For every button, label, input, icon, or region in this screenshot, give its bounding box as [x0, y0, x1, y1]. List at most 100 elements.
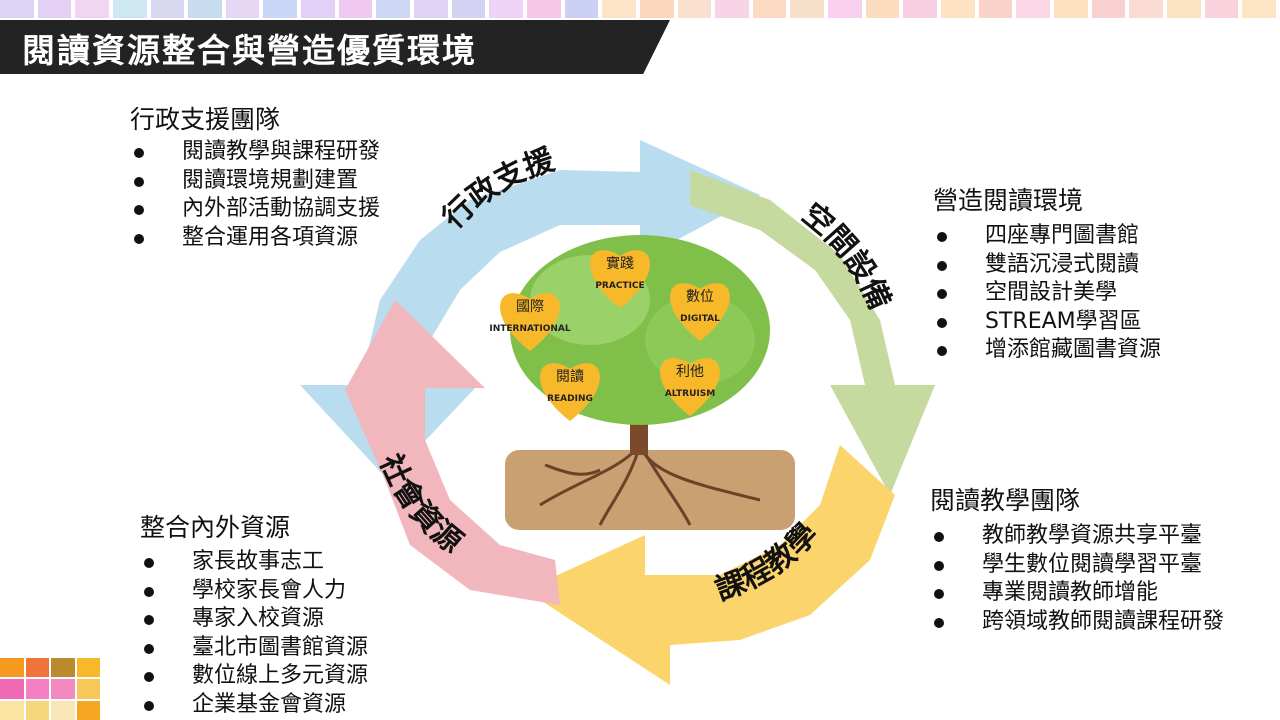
strip-tile	[1204, 0, 1239, 18]
strip-tile	[903, 0, 938, 18]
strip-tile	[376, 0, 411, 18]
strip-tile	[1091, 0, 1126, 18]
tree-heart-practice: 實踐 PRACTICE	[590, 250, 650, 308]
strip-tile	[225, 0, 260, 18]
page-title: 閱讀資源整合與營造優質環境	[22, 31, 477, 70]
strip-tile	[301, 0, 335, 18]
arrow-space	[690, 170, 935, 495]
soil-patch	[505, 450, 795, 530]
heart-label-zh: 國際	[516, 299, 544, 315]
strip-tile	[112, 0, 147, 18]
strip-tile	[978, 0, 1013, 18]
list-item: 內外部活動協調支援	[132, 195, 380, 224]
env-heading: 營造閱讀環境	[933, 186, 1084, 215]
strip-tile	[489, 0, 523, 18]
strip-tile	[0, 0, 34, 18]
deco-square	[0, 658, 24, 678]
strip-tile	[526, 0, 561, 18]
strip-tile	[188, 0, 222, 18]
strip-tile	[1016, 0, 1050, 18]
heart-shape	[500, 293, 560, 351]
strip-tile	[865, 0, 900, 18]
title-bar	[0, 20, 670, 74]
strip-tile	[828, 0, 862, 18]
deco-square	[0, 700, 24, 720]
heart-label-zh: 閱讀	[556, 369, 584, 385]
deco-square	[0, 679, 24, 699]
tree-heart-international: 國際 INTERNATIONAL	[489, 293, 571, 351]
strip-tile	[451, 0, 486, 18]
teach-team-heading: 閱讀教學團隊	[930, 486, 1081, 515]
strip-tile	[1166, 0, 1201, 18]
list-item: 跨領域教師閱讀課程研發	[932, 608, 1224, 637]
list-item: 整合運用各項資源	[132, 224, 380, 253]
deco-square	[76, 679, 100, 699]
strip-tile	[677, 0, 712, 18]
strip-tile	[150, 0, 185, 18]
list-item: 專業閱讀教師增能	[932, 579, 1224, 608]
tree-heart-reading: 閱讀 READING	[540, 363, 600, 421]
strip-tile	[414, 0, 448, 18]
list-item: 教師教學資源共享平臺	[932, 522, 1224, 551]
heart-label-en: READING	[547, 394, 593, 404]
list-item: 數位線上多元資源	[142, 662, 368, 691]
heart-label-zh: 利他	[676, 364, 704, 380]
heart-label-en: ALTRUISM	[665, 389, 715, 399]
heart-label-en: INTERNATIONAL	[489, 324, 571, 334]
strip-tile	[1242, 0, 1276, 18]
deco-square	[51, 679, 75, 699]
deco-square	[76, 658, 100, 678]
admin-team-list: 閱讀教學與課程研發閱讀環境規劃建置內外部活動協調支援整合運用各項資源	[132, 138, 380, 252]
heart-label-zh: 數位	[686, 289, 714, 305]
arrow-course	[525, 445, 895, 685]
strip-tile	[1129, 0, 1163, 18]
heart-label-en: DIGITAL	[680, 314, 720, 324]
deco-square	[51, 700, 75, 720]
list-item: 學生數位閱讀學習平臺	[932, 551, 1224, 580]
strip-tile	[715, 0, 749, 18]
teach-team-list: 教師教學資源共享平臺學生數位閱讀學習平臺專業閱讀教師增能跨領域教師閱讀課程研發	[932, 522, 1224, 636]
resources-list: 家長故事志工學校家長會人力專家入校資源臺北市圖書館資源數位線上多元資源企業基金會…	[142, 548, 368, 720]
deco-square	[25, 679, 49, 699]
list-item: STREAM學習區	[935, 308, 1161, 337]
strip-tile	[941, 0, 975, 18]
list-item: 閱讀環境規劃建置	[132, 167, 380, 196]
deco-square	[51, 658, 75, 678]
tree-heart-digital: 數位 DIGITAL	[670, 283, 730, 341]
admin-team-heading: 行政支援團隊	[130, 105, 281, 134]
top-color-strip	[0, 0, 1280, 20]
heart-shape	[590, 250, 650, 308]
list-item: 學校家長會人力	[142, 577, 368, 606]
strip-tile	[338, 0, 373, 18]
list-item: 臺北市圖書館資源	[142, 634, 368, 663]
tree-heart-altruism: 利他 ALTRUISM	[660, 358, 720, 416]
strip-tile	[790, 0, 825, 18]
strip-tile	[602, 0, 636, 18]
arrow-social	[345, 300, 560, 605]
heart-shape	[670, 283, 730, 341]
strip-tile	[639, 0, 674, 18]
deco-square	[25, 658, 49, 678]
list-item: 企業基金會資源	[142, 691, 368, 720]
deco-square	[25, 700, 49, 720]
list-item: 家長故事志工	[142, 548, 368, 577]
list-item: 專家入校資源	[142, 605, 368, 634]
heart-shape	[540, 363, 600, 421]
resources-heading: 整合內外資源	[140, 513, 291, 542]
strip-tile	[75, 0, 109, 18]
strip-tile	[1053, 0, 1088, 18]
deco-square	[76, 700, 100, 720]
list-item: 增添館藏圖書資源	[935, 336, 1161, 365]
strip-tile	[263, 0, 298, 18]
strip-tile	[564, 0, 599, 18]
list-item: 閱讀教學與課程研發	[132, 138, 380, 167]
strip-tile	[752, 0, 787, 18]
heart-label-zh: 實踐	[606, 255, 634, 272]
decorative-squares	[0, 658, 100, 720]
strip-tile	[37, 0, 72, 18]
heart-label-en: PRACTICE	[595, 281, 644, 291]
list-item: 雙語沉浸式閱讀	[935, 251, 1161, 280]
list-item: 四座專門圖書館	[935, 222, 1161, 251]
